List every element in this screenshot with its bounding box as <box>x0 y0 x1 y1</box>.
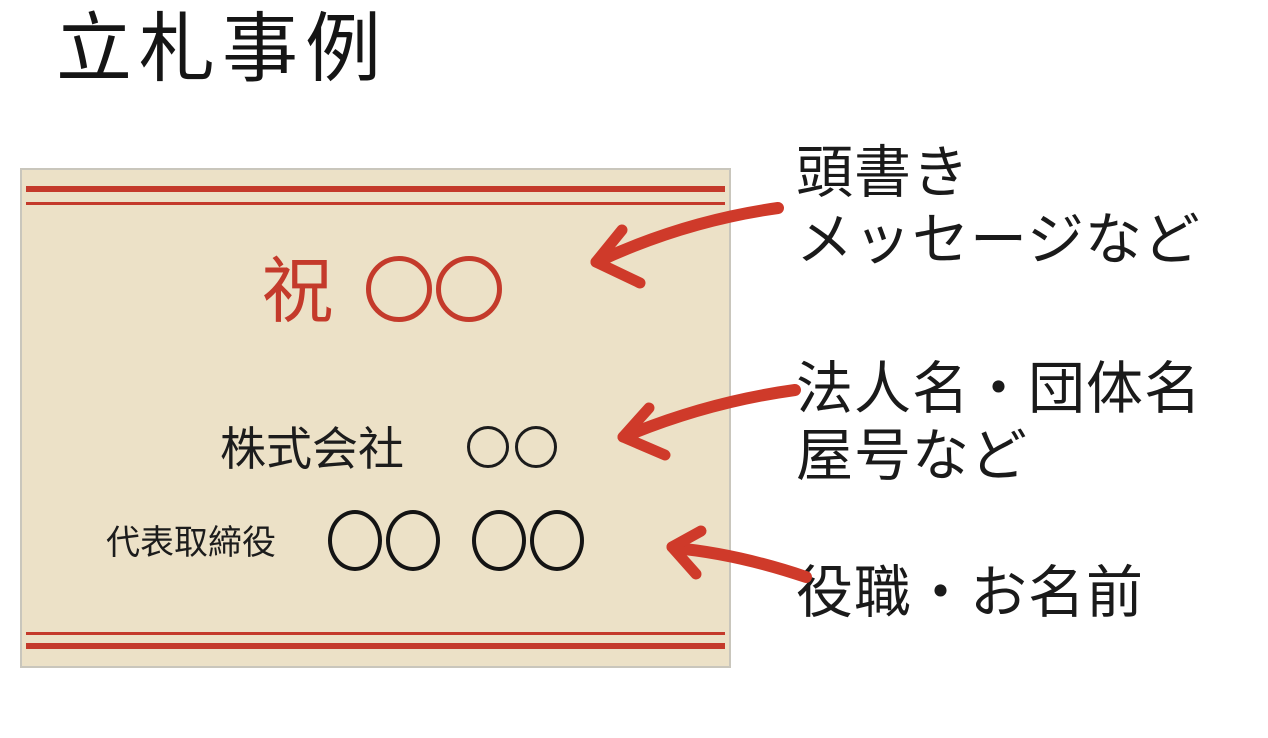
annotation-company-name: 法人名・団体名 屋号など <box>796 356 1202 490</box>
celebration-headline-label: 祝 <box>261 249 334 333</box>
placeholder-circle <box>435 256 502 323</box>
red-rule-top-thin <box>26 202 725 205</box>
placeholder-circle <box>515 425 557 468</box>
annotation-line: 役職・お名前 <box>796 561 1144 625</box>
headline-row: 祝 <box>22 249 729 333</box>
annotation-line: 頭書き <box>796 141 970 205</box>
annotation-person-name: 役職・お名前 <box>796 560 1144 627</box>
placeholder-circle <box>472 510 526 571</box>
name-row: 代表取締役 <box>106 510 586 576</box>
company-row: 株式会社 <box>220 424 560 475</box>
job-title-label: 代表取締役 <box>106 522 276 563</box>
headline-placeholder-circles <box>364 256 504 327</box>
name-placeholder-circles <box>326 510 586 576</box>
company-placeholder-circles <box>464 425 560 473</box>
annotation-line: 屋号など <box>796 424 1028 488</box>
page-title: 立札事例 <box>56 7 388 92</box>
tatefuda-card: 祝 株式会社 代表取締役 <box>20 168 731 668</box>
annotation-line: 法人名・団体名 <box>796 357 1202 421</box>
placeholder-circle <box>328 510 382 571</box>
red-rule-bottom-thick <box>26 643 725 649</box>
placeholder-circle <box>365 256 432 323</box>
company-name-label: 株式会社 <box>220 422 404 476</box>
annotation-headline: 頭書き メッセージなど <box>796 140 1201 274</box>
red-rule-top-thick <box>26 186 725 192</box>
placeholder-circle <box>467 425 509 468</box>
red-rule-bottom-thin <box>26 632 725 635</box>
annotation-line: メッセージなど <box>796 208 1201 272</box>
placeholder-circle <box>386 510 440 571</box>
placeholder-circle <box>530 510 584 571</box>
